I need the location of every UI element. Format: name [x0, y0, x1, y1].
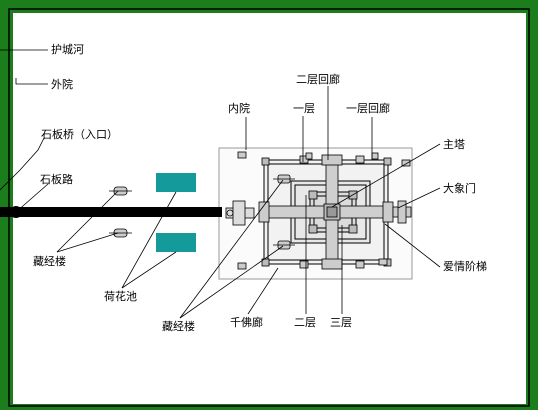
label-elephant-gate: 大象门 — [443, 181, 476, 195]
stone-road — [0, 207, 222, 217]
main-tower-shape — [323, 203, 341, 221]
label-level-three: 三层 — [330, 316, 352, 329]
label-library-bottom: 藏经楼 — [162, 319, 195, 333]
label-moat: 护城河 — [51, 42, 84, 56]
label-stone-road: 石板路 — [40, 172, 73, 186]
label-main-tower: 主塔 — [443, 138, 465, 151]
library-north-left — [109, 186, 132, 196]
label-lotus-pond: 荷花池 — [104, 290, 137, 303]
label-library-left: 藏经楼 — [33, 254, 66, 268]
lotus-pond-south — [156, 233, 196, 252]
west-entrance-pavilion — [225, 200, 255, 226]
label-level-two-gallery: 二层回廊 — [296, 72, 340, 86]
gallery-gates — [258, 154, 394, 270]
library-south-left — [109, 228, 132, 238]
label-level-two-bottom: 二层 — [294, 316, 316, 329]
label-thousand-buddha-gallery: 千佛廊 — [230, 315, 263, 329]
label-level-one: 一层 — [293, 102, 315, 115]
lotus-pond-north — [156, 173, 196, 192]
label-stone-bridge: 石板桥（入口） — [41, 127, 118, 141]
courtyard-corners — [237, 151, 411, 270]
east-gate-shape — [392, 200, 412, 224]
label-level-one-gallery: 一层回廊 — [346, 101, 390, 115]
leader-lines — [0, 49, 441, 319]
label-love-staircase: 爱情阶梯 — [443, 259, 487, 273]
label-inner-court: 内院 — [228, 101, 250, 115]
label-outer-court: 外院 — [51, 77, 73, 91]
